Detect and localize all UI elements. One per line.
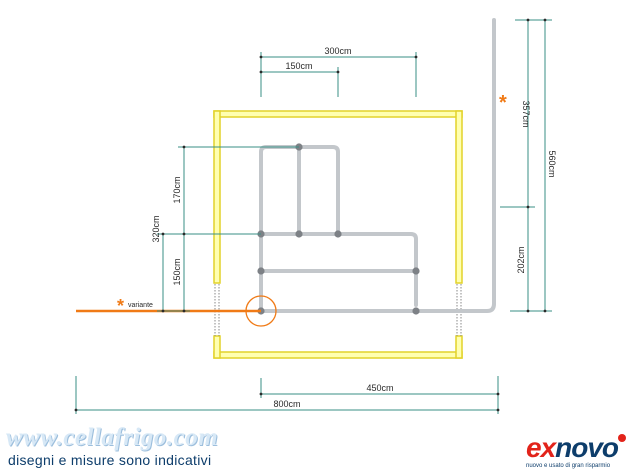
logo-ex: ex [526,432,556,463]
dim-label-800: 800cm [273,399,300,409]
room-walls [213,110,463,359]
logo-wordmark: exnovo [526,432,619,464]
pipe-node [257,267,265,275]
dim-label-320: 320cm [151,215,161,242]
wall-top [213,110,463,118]
dim-label-300: 300cm [324,46,351,56]
disclaimer-text: disegni e misure sono indicativi [8,452,212,468]
dim-label-170: 170cm [172,176,182,203]
dim-label-450: 450cm [366,383,393,393]
wall-bottom [213,351,463,359]
pipe-node [412,267,420,275]
variant-star: * [117,296,124,316]
logo-novo: novo [555,432,619,463]
dimension-ticks [74,18,547,412]
variant-connection-highlight [245,295,277,327]
logo-tagline: nuovo e usato di gran risparmio [526,463,611,469]
exnovo-logo: exnovo nuovo e usato di gran risparmio [522,432,628,472]
right-star: * [499,92,507,114]
pipe-header [259,232,418,307]
dim-label-357: 357cm [521,100,531,127]
pipe-node [412,307,420,315]
website-url[interactable]: www.cellafrigo.com [6,424,219,451]
wall-left-upper [213,110,221,284]
logo-registered-dot [618,434,626,442]
pipe-node [295,230,303,238]
wall-right-lower [455,335,463,359]
variant-label: variante [128,302,153,309]
pipe-main-line [259,18,496,313]
dim-label-150-left: 150cm [172,258,182,285]
pipe-node [334,230,342,238]
wall-right-upper [455,110,463,284]
wall-left-lower [213,335,221,359]
dim-label-560: 560cm [547,150,557,177]
dim-label-150-top: 150cm [285,61,312,71]
dim-label-202: 202cm [516,246,526,273]
